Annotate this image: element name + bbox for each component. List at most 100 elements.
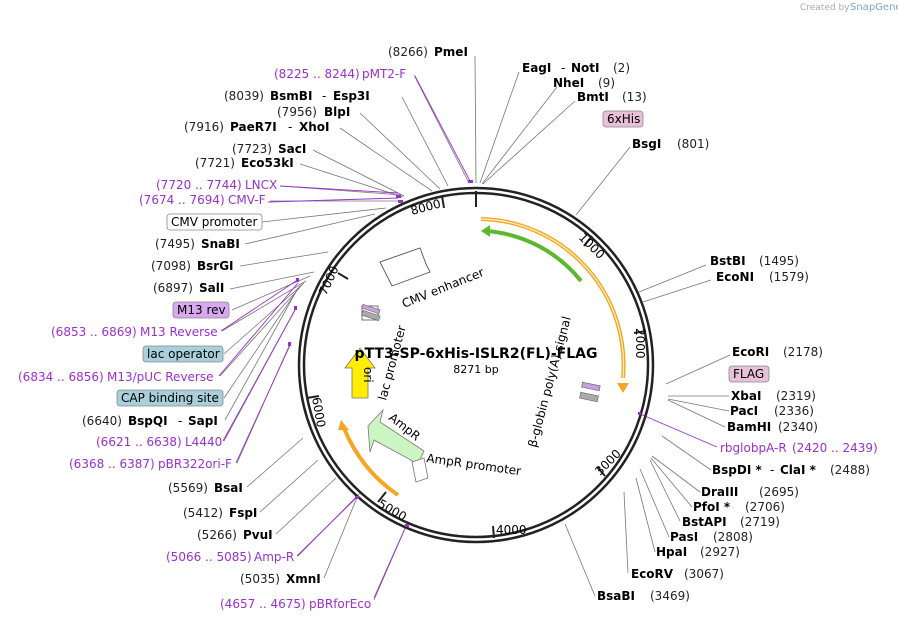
site-pvui-pos: (5266): [197, 528, 237, 542]
site-xmni[interactable]: (5035) XmnI: [240, 572, 321, 586]
globin-polya-box1: [581, 381, 601, 392]
feature-box-cmv-promoter[interactable]: CMV promoter: [166, 213, 263, 231]
feature-box-lac-operator[interactable]: lac operator: [142, 345, 224, 363]
primer-pmt2f[interactable]: (8225 .. 8244) pMT2-F: [274, 67, 406, 81]
feature-box-6xhis[interactable]: 6xHis: [602, 110, 644, 128]
site-bspdi-name: BspDI *: [712, 463, 762, 477]
site-bsai-name: BsaI: [214, 481, 243, 495]
site-xbai-pos: (2319): [776, 389, 816, 403]
primer-ampr-range: (5066 .. 5085): [166, 550, 252, 564]
site-pfoi-name: PfoI *: [693, 500, 731, 514]
primer-l4440-range: (6621 .. 6638): [96, 435, 182, 449]
primer-pmt2f-name: pMT2-F: [362, 67, 406, 81]
site-bsgi-pos: (801): [677, 137, 709, 151]
primer-lncx[interactable]: (7720 .. 7744) LNCX: [156, 178, 277, 192]
primer-pbr322ori[interactable]: (6368 .. 6387) pBR322ori-F: [69, 457, 232, 471]
site-econi-pos: (1579): [769, 270, 809, 284]
site-clai-name: ClaI *: [780, 463, 817, 477]
site-bsabi[interactable]: BsaBI (3469): [597, 589, 690, 603]
site-pvui[interactable]: (5266) PvuI: [197, 528, 273, 542]
site-bspqi[interactable]: (6640) BspQI - SapI: [82, 414, 218, 428]
site-pasi-pos: (2808): [713, 530, 753, 544]
lac-operator-marker: [361, 310, 381, 321]
site-fspi-name: FspI: [229, 506, 257, 520]
site-saci-pos: (7723): [232, 142, 272, 156]
backbone-outer: [297, 186, 655, 544]
m13rev-box-label: M13 rev: [177, 303, 226, 317]
site-ecorv[interactable]: EcoRV (3067): [631, 567, 724, 581]
globin-polya-box2: [579, 391, 599, 403]
plasmid-name: pTT3-SP-6xHis-ISLR2(FL)-FLAG: [355, 346, 598, 362]
site-fspi[interactable]: (5412) FspI: [183, 506, 257, 520]
site-eco53ki[interactable]: (7721) Eco53kI: [195, 156, 294, 170]
site-bspqi-pos: (6640): [82, 414, 122, 428]
primer-cmvf[interactable]: (7674 .. 7694) CMV-F: [139, 193, 266, 207]
lac-operator-box-label: lac operator: [147, 347, 220, 361]
site-paci-name: PacI: [730, 404, 758, 418]
snapgene-credit: Created by SnapGene: [800, 2, 898, 13]
site-blpi-pos: (7956): [277, 105, 317, 119]
primer-m13puc[interactable]: (6834 .. 6856) M13/pUC Reverse: [18, 370, 214, 384]
site-eagi[interactable]: EagI - NotI (2): [522, 61, 630, 75]
primer-l4440[interactable]: (6621 .. 6638) L4440: [96, 435, 222, 449]
primer-ampr-name: Amp-R: [254, 550, 294, 564]
site-eagi-sep: -: [561, 61, 565, 75]
primer-l4440-name: L4440: [185, 435, 222, 449]
site-draiii-name: DraIII: [701, 485, 738, 499]
feature-box-flag[interactable]: FLAG: [728, 365, 770, 383]
site-paci[interactable]: PacI (2336): [730, 404, 814, 418]
site-bsai[interactable]: (5569) BsaI: [168, 481, 243, 495]
primer-m13puc-name: M13/pUC Reverse: [107, 370, 214, 384]
site-bamhi[interactable]: BamHI (2340): [727, 420, 818, 434]
feature-ori: ori: [344, 347, 376, 399]
m13rev-marker: [361, 304, 381, 314]
primer-rbglobpa-range: (2420 .. 2439): [792, 441, 878, 455]
site-bsmbi[interactable]: (8039) BsmBI - Esp3I: [224, 89, 370, 103]
site-bstbi[interactable]: BstBI (1495): [710, 254, 799, 268]
site-draiii[interactable]: DraIII (2695): [701, 485, 799, 499]
site-ecori-pos: (2178): [783, 345, 823, 359]
ampr-promoter-label: AmpR promoter: [426, 451, 522, 478]
site-bstapi[interactable]: BstAPI (2719): [682, 515, 780, 529]
primer-pbrforeco[interactable]: (4657 .. 4675) pBRforEco: [220, 597, 371, 611]
site-eagi-name: EagI: [522, 61, 551, 75]
site-pfoi[interactable]: PfoI * (2706): [693, 500, 785, 514]
site-xbai[interactable]: XbaI (2319): [731, 389, 816, 403]
primer-m13reverse[interactable]: (6853 .. 6869) M13 Reverse: [51, 325, 218, 339]
site-snabi[interactable]: (7495) SnaBI: [155, 237, 240, 251]
site-paer7i-name: PaeR7I: [230, 120, 277, 134]
site-bspdi[interactable]: BspDI * - ClaI * (2488): [712, 463, 870, 477]
site-pasi[interactable]: PasI (2808): [670, 530, 753, 544]
site-pmei[interactable]: (8266) PmeI: [388, 45, 468, 59]
feature-ampr: AmpR AmpR promoter: [367, 408, 522, 483]
ori-arrow: [344, 347, 376, 399]
site-bsrgi[interactable]: (7098) BsrGI: [151, 259, 234, 273]
feature-box-m13rev[interactable]: M13 rev: [172, 301, 230, 319]
site-eagi-pos: (2): [613, 61, 630, 75]
site-bstapi-pos: (2719): [740, 515, 780, 529]
site-hpai-name: HpaI: [656, 545, 687, 559]
site-eco53ki-name: Eco53kI: [241, 156, 294, 170]
site-pmei-pos: (8266): [388, 45, 428, 59]
feature-box-cap-site[interactable]: CAP binding site: [116, 389, 224, 407]
primer-cmvf-range: (7674 .. 7694): [139, 193, 225, 207]
site-econi[interactable]: EcoNI (1579): [716, 270, 809, 284]
site-ecori[interactable]: EcoRI (2178): [732, 345, 823, 359]
primer-ampr[interactable]: (5066 .. 5085) Amp-R: [166, 550, 294, 564]
site-bmti[interactable]: BmtI (13): [577, 90, 647, 104]
site-bsgi[interactable]: BsgI (801): [632, 137, 709, 151]
site-paer7i[interactable]: (7916) PaeR7I - XhoI: [184, 120, 330, 134]
site-hpai[interactable]: HpaI (2927): [656, 545, 740, 559]
site-blpi[interactable]: (7956) BlpI: [277, 105, 350, 119]
site-bstbi-pos: (1495): [759, 254, 799, 268]
ampr-gene-arrowhead: [338, 420, 349, 430]
site-sali[interactable]: (6897) SalI: [153, 281, 224, 295]
site-saci[interactable]: (7723) SacI: [232, 142, 306, 156]
cap-site-box: [116, 389, 224, 407]
site-bsabi-name: BsaBI: [597, 589, 635, 603]
site-draiii-pos: (2695): [759, 485, 799, 499]
site-snabi-pos: (7495): [155, 237, 195, 251]
site-nhei[interactable]: NheI (9): [553, 76, 615, 90]
primer-rbglobpa[interactable]: rbglobpA-R (2420 .. 2439): [720, 441, 878, 455]
site-paci-pos: (2336): [774, 404, 814, 418]
